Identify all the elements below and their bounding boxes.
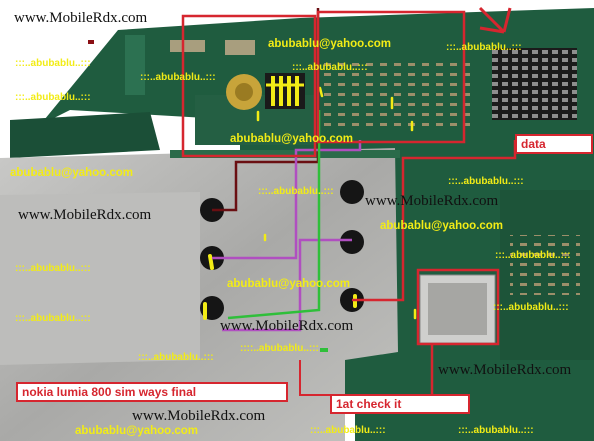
small-highlights — [256, 86, 417, 320]
trace-purple-2 — [222, 238, 352, 332]
component — [225, 40, 255, 55]
annotation-boxes — [181, 10, 500, 346]
pcb-edge — [10, 112, 160, 158]
smd-components-2 — [510, 235, 580, 295]
green-mark — [320, 348, 328, 352]
trace-purple — [212, 140, 362, 260]
shield-edge — [170, 150, 400, 158]
gold-pad-center — [235, 83, 253, 101]
red-mark — [88, 40, 94, 44]
board-strip — [125, 35, 145, 95]
ic-chip-2-core — [428, 283, 487, 335]
label-data: data — [515, 134, 593, 154]
ic-chip — [492, 48, 577, 120]
sim-shield-plate — [0, 192, 200, 365]
smd-components — [320, 60, 470, 130]
trace-green — [227, 110, 321, 320]
label-caption: nokia lumia 800 sim ways final — [16, 382, 288, 402]
component — [170, 40, 205, 52]
label-check: 1at check it — [330, 394, 470, 414]
arrow-marker — [478, 6, 512, 34]
connector-highlight — [265, 73, 305, 109]
